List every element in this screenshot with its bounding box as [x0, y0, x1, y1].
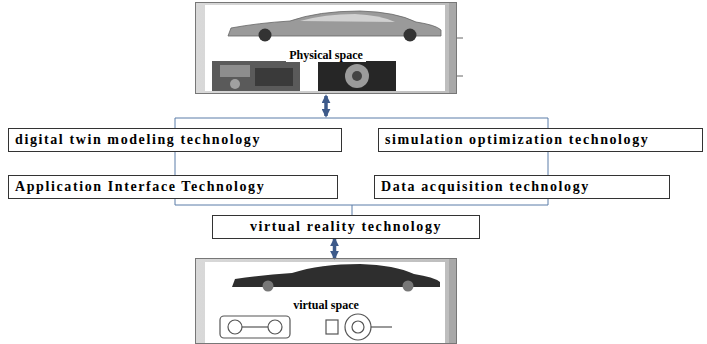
virtual-alternator — [326, 314, 392, 340]
tick-mark — [457, 38, 463, 39]
node-label: Data acquisition technology — [381, 178, 590, 196]
tick-mark — [457, 76, 463, 77]
node-label: simulation optimization technology — [385, 131, 649, 149]
car-wheel — [259, 29, 272, 42]
engine-part — [230, 79, 240, 89]
engine-photo — [212, 61, 300, 91]
node-label: virtual space — [290, 298, 362, 312]
technology-box: virtual reality technology — [212, 215, 480, 239]
double-arrow — [324, 96, 328, 116]
car-wheel — [404, 29, 417, 42]
brake-hub — [352, 71, 362, 81]
technology-box: Data acquisition technology — [374, 175, 670, 199]
physical-box-art — [195, 2, 463, 94]
car-wheel — [403, 281, 414, 292]
technology-box: simulation optimization technology — [378, 128, 703, 152]
engine-part — [220, 65, 250, 77]
virtual-box-art — [195, 258, 457, 344]
photo-panel — [205, 5, 445, 91]
technology-box: Application Interface Technology — [8, 175, 338, 199]
double-arrow — [333, 239, 337, 258]
node-label: Physical space — [286, 48, 366, 62]
box-side — [449, 258, 457, 344]
box-fill — [195, 2, 457, 94]
node-label: Application Interface Technology — [15, 178, 265, 196]
node-label: virtual reality technology — [250, 218, 442, 236]
space-panel: Physical space — [195, 2, 457, 94]
car-window — [300, 14, 395, 22]
photo-panel — [205, 262, 445, 344]
brake-disc — [345, 64, 369, 88]
node-label: digital twin modeling technology — [15, 131, 261, 149]
brake-photo — [318, 61, 396, 91]
box-fill — [195, 258, 457, 344]
box-side — [449, 2, 457, 94]
technology-box: digital twin modeling technology — [8, 128, 342, 152]
virtual-engine — [220, 316, 290, 338]
car-wheel — [263, 281, 274, 292]
space-panel: virtual space — [195, 258, 457, 344]
engine-part — [255, 68, 293, 86]
